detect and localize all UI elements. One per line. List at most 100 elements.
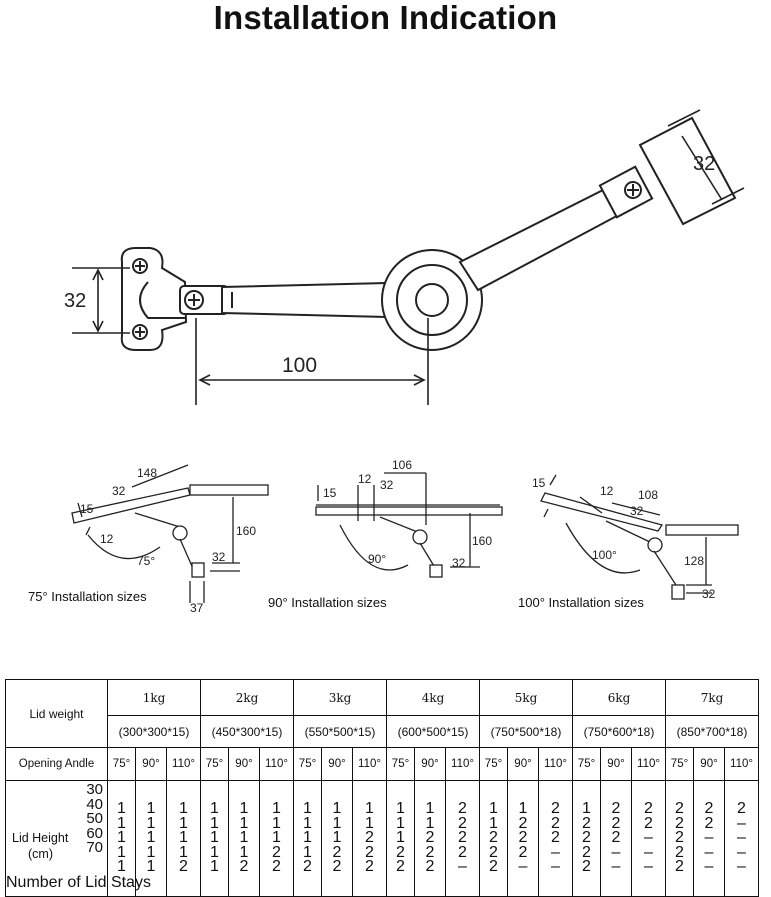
height-value: 50	[86, 810, 103, 828]
stay-count: 2	[458, 843, 467, 861]
size-cell: (850*700*18)	[665, 715, 759, 748]
stay-count: 1	[303, 814, 312, 832]
d1-dim-32b: 32	[212, 550, 226, 564]
d2-dim-106: 106	[392, 458, 412, 472]
stay-count: 2	[611, 829, 621, 847]
angle-cell: 75°	[479, 747, 508, 781]
stay-count: 2	[303, 858, 312, 876]
stay-count: 1	[146, 814, 156, 832]
stay-count: 1	[365, 814, 374, 832]
stay-count: –	[704, 843, 714, 861]
stay-count: 2	[611, 800, 621, 818]
lid-weight-label: Lid weight	[5, 679, 108, 748]
d1-dim-160: 160	[236, 524, 256, 538]
stay-count: 2	[675, 858, 684, 876]
angle-cell: 90°	[135, 747, 167, 781]
angle-cell: 75°	[107, 747, 136, 781]
stay-count: 2	[518, 829, 528, 847]
stay-count: 1	[210, 800, 219, 818]
stay-count: 1	[239, 800, 249, 818]
stay-count: 1	[396, 800, 405, 818]
d3-dim-128: 128	[684, 554, 704, 568]
d1-dim-15: 15	[80, 502, 94, 516]
table-caption: Number of Lid Stays	[6, 874, 151, 891]
stay-count: 1	[303, 829, 312, 847]
installation-diagrams: 148 32 15 12 160 32 37 75° 106 12 32 15 …	[28, 458, 739, 615]
stay-count: 2	[675, 843, 684, 861]
d2-dim-160: 160	[472, 534, 492, 548]
stay-count: 1	[303, 800, 312, 818]
size-cell: (300*300*15)	[107, 715, 201, 748]
stay-count: 1	[146, 800, 156, 818]
stay-count: 2	[332, 843, 342, 861]
stay-count: 1	[489, 814, 498, 832]
stay-count: 2	[551, 829, 560, 847]
stay-count: 2	[272, 843, 281, 861]
angle-cell: 110°	[166, 747, 201, 781]
dim-mount-label: 32	[64, 290, 86, 312]
stay-count: 2	[332, 858, 342, 876]
stay-count: 2	[458, 829, 467, 847]
stay-count: 1	[210, 843, 219, 861]
stay-count: 1	[332, 814, 342, 832]
d3-dim-32b: 32	[702, 587, 716, 601]
stay-count: –	[737, 829, 746, 847]
angle-cell: 90°	[693, 747, 725, 781]
stay-count: 2	[458, 800, 467, 818]
stay-count: 2	[425, 843, 435, 861]
d1-dim-32: 32	[112, 484, 126, 498]
weight-cell: 1kg	[107, 679, 201, 716]
stay-count: 1	[179, 814, 188, 832]
lid-height-unit: (cm)	[28, 847, 53, 861]
d3-dim-12: 12	[600, 484, 614, 498]
stay-count: 1	[582, 800, 591, 818]
d1-angle: 75°	[137, 554, 155, 568]
weight-cell: 2kg	[200, 679, 294, 716]
lid-stay-table: Lid weight 1kg 2kg 3kg 4kg 5kg 6kg 7kg (…	[5, 679, 759, 897]
stay-count: –	[737, 858, 746, 876]
stay-count: 2	[644, 814, 653, 832]
stay-count: –	[644, 858, 653, 876]
main-hinge-drawing: 32 100 32	[64, 109, 745, 405]
stay-count: 1	[425, 814, 435, 832]
stay-count: 2	[551, 800, 560, 818]
stay-count: 2	[675, 814, 684, 832]
size-cell: (600*500*15)	[386, 715, 480, 748]
stay-count: 1	[179, 800, 188, 818]
stay-count: 1	[365, 800, 374, 818]
height-value: 40	[86, 795, 103, 813]
stay-count: 1	[272, 814, 281, 832]
dim-top-label: 32	[693, 153, 715, 175]
d2-dim-12: 12	[358, 472, 372, 486]
stay-count: 1	[425, 800, 435, 818]
size-cell: (750*500*18)	[479, 715, 573, 748]
stay-count: 2	[611, 814, 621, 832]
stay-count: 1	[210, 829, 219, 847]
stay-count: 1	[332, 800, 342, 818]
angle-cell: 75°	[386, 747, 415, 781]
angle-cell: 90°	[321, 747, 353, 781]
stay-count: 2	[582, 843, 591, 861]
stay-count: 1	[210, 814, 219, 832]
stay-count: 2	[425, 829, 435, 847]
stay-count: 2	[518, 814, 528, 832]
stay-count: –	[518, 858, 528, 876]
